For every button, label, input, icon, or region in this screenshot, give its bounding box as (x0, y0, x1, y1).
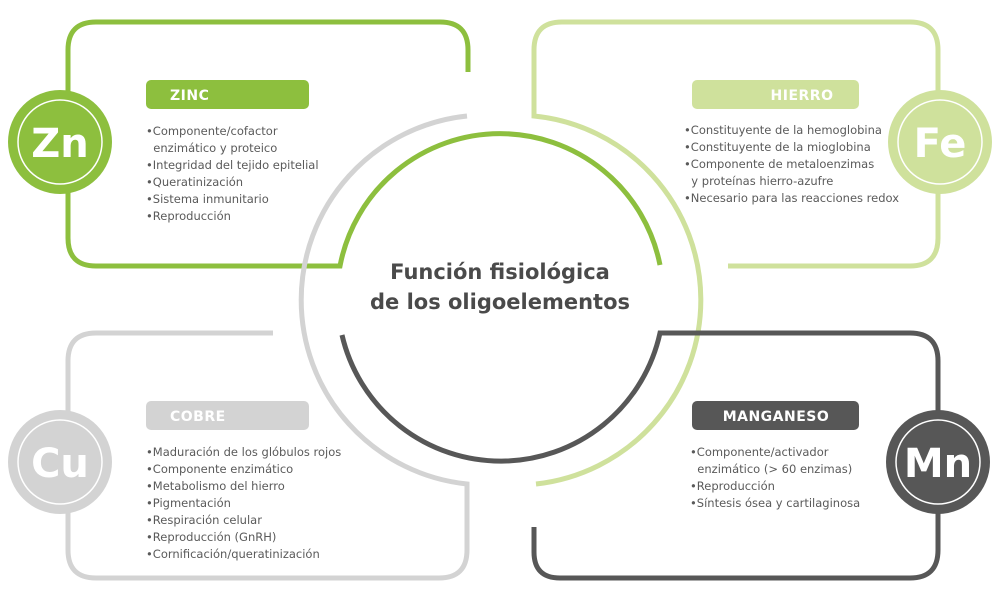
list-item: enzimático (> 60 enzimas) (690, 462, 852, 476)
cobre-list: •Maduración de los glóbulos rojos •Compo… (146, 445, 341, 561)
manganeso-frame (339, 330, 941, 581)
list-item: •Respiración celular (146, 513, 262, 527)
hierro-label-pill (692, 80, 859, 109)
hierro-frame (531, 19, 941, 487)
manganeso-badge: Mn (886, 410, 990, 514)
list-item: •Reproducción (GnRH) (146, 530, 276, 544)
manganeso-list: •Componente/activador enzimático (> 60 e… (690, 445, 860, 510)
manganeso-label-pill (692, 401, 859, 430)
cobre-badge: Cu (8, 410, 112, 514)
list-item: •Componente/cofactor (146, 124, 278, 138)
cobre-symbol: Cu (31, 441, 89, 487)
manganeso-symbol: Mn (904, 441, 972, 487)
zinc-frame (65, 19, 663, 269)
zinc-badge: Zn (8, 90, 112, 194)
list-item: •Sistema inmunitario (146, 192, 269, 206)
zinc-symbol: Zn (31, 121, 88, 167)
zinc-label-pill (146, 80, 309, 109)
list-item: •Constituyente de la hemoglobina (684, 123, 882, 137)
center-title-line2: de los oligoelementos (370, 290, 630, 314)
hierro-list: •Constituyente de la hemoglobina •Consti… (684, 123, 899, 205)
list-item: •Necesario para las reacciones redox (684, 191, 899, 205)
list-item: •Constituyente de la mioglobina (684, 140, 871, 154)
hierro-label: HIERRO (771, 88, 834, 104)
list-item: •Reproducción (146, 209, 231, 223)
list-item: •Componente/activador (690, 445, 829, 459)
list-item: •Queratinización (146, 175, 243, 189)
cobre-frame (65, 113, 470, 581)
list-item: •Componente de metaloenzimas (684, 157, 874, 171)
hierro-badge: Fe (888, 90, 992, 194)
list-item: •Integridad del tejido epitelial (146, 158, 319, 172)
list-item: •Cornificación/queratinización (146, 547, 320, 561)
list-item: enzimático y proteico (146, 141, 277, 155)
cobre-label-pill (146, 401, 309, 430)
hierro-symbol: Fe (914, 121, 967, 167)
cobre-label: COBRE (170, 409, 226, 425)
manganeso-label: MANGANESO (723, 409, 830, 425)
list-item: •Componente enzimático (146, 462, 293, 476)
list-item: •Maduración de los glóbulos rojos (146, 445, 341, 459)
center-title-line1: Función fisiológica (390, 260, 610, 284)
zinc-label: ZINC (170, 88, 209, 104)
zinc-list: •Componente/cofactor enzimático y protei… (146, 124, 319, 223)
list-item: •Reproducción (690, 479, 775, 493)
list-item: •Metabolismo del hierro (146, 479, 285, 493)
list-item: •Síntesis ósea y cartilaginosa (690, 496, 860, 510)
list-item: y proteínas hierro-azufre (684, 174, 833, 188)
list-item: •Pigmentación (146, 496, 231, 510)
